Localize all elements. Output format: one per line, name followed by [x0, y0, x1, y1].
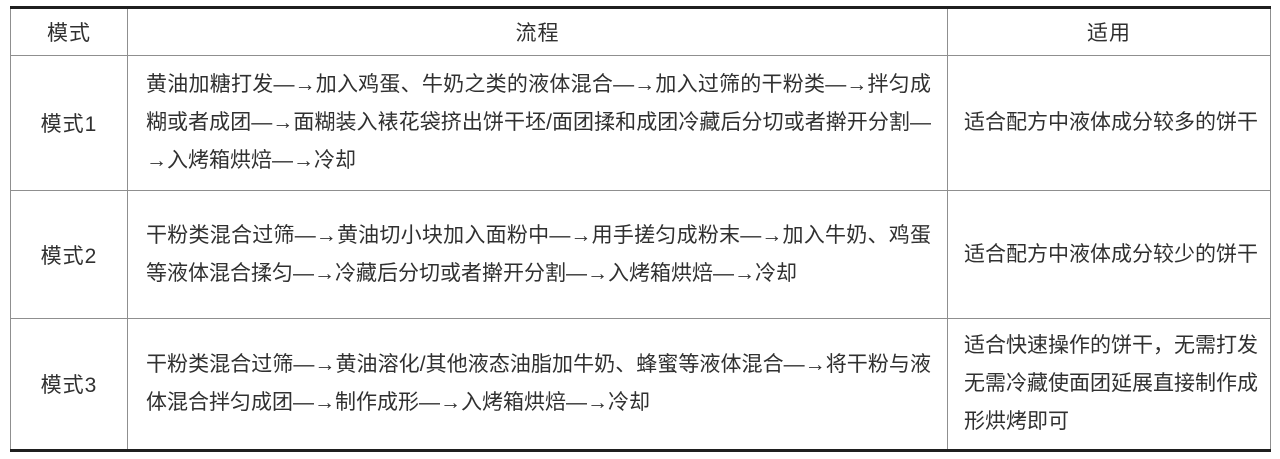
process-cell: 黄油加糖打发—→加入鸡蛋、牛奶之类的液体混合—→加入过筛的干粉类—→拌匀成糊或者…	[127, 55, 948, 191]
table-row-mode2: 模式2 干粉类混合过筛—→黄油切小块加入面粉中—→用手搓匀成粉末—→加入牛奶、鸡…	[10, 190, 1271, 319]
usage-cell: 适合配方中液体成分较少的饼干	[947, 190, 1271, 319]
header-cell-usage: 适用	[947, 7, 1271, 56]
mode-cell: 模式3	[10, 318, 128, 451]
process-cell: 干粉类混合过筛—→黄油切小块加入面粉中—→用手搓匀成粉末—→加入牛奶、鸡蛋等液体…	[127, 190, 948, 319]
cookie-mode-table: 模式 流程 适用 模式1 黄油加糖打发—→加入鸡蛋、牛奶之类的液体混合—→加入过…	[10, 6, 1271, 452]
mode-cell: 模式2	[10, 190, 128, 319]
header-cell-mode: 模式	[10, 7, 128, 56]
table-row-mode1: 模式1 黄油加糖打发—→加入鸡蛋、牛奶之类的液体混合—→加入过筛的干粉类—→拌匀…	[10, 55, 1271, 191]
header-row: 模式 流程 适用	[10, 7, 1271, 56]
table-row-mode3: 模式3 干粉类混合过筛—→黄油溶化/其他液态油脂加牛奶、蜂蜜等液体混合—→将干粉…	[10, 318, 1271, 451]
mode-cell: 模式1	[10, 55, 128, 191]
header-cell-process: 流程	[127, 7, 948, 56]
usage-cell: 适合快速操作的饼干，无需打发无需冷藏使面团延展直接制作成形烘烤即可	[947, 318, 1271, 451]
usage-cell: 适合配方中液体成分较多的饼干	[947, 55, 1271, 191]
process-cell: 干粉类混合过筛—→黄油溶化/其他液态油脂加牛奶、蜂蜜等液体混合—→将干粉与液体混…	[127, 318, 948, 451]
